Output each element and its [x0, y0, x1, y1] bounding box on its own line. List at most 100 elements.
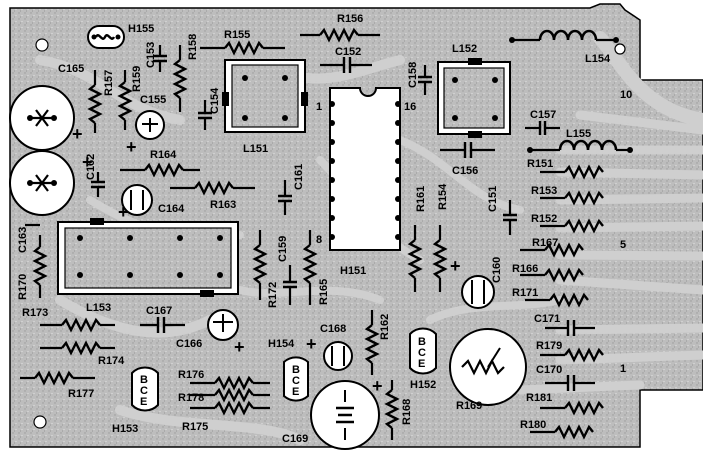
label-r164: R164 — [150, 149, 177, 161]
label-r173: R173 — [22, 307, 48, 319]
label-h153: H153 — [112, 423, 138, 435]
ic-pin — [329, 177, 335, 183]
inductor-l155 — [527, 139, 633, 153]
label-c160: C160 — [491, 257, 503, 283]
label-c158: C158 — [407, 62, 419, 88]
svg-text:B: B — [292, 364, 300, 376]
ic-pin — [395, 120, 401, 126]
svg-text:+: + — [450, 256, 461, 276]
label-r174: R174 — [98, 355, 125, 367]
label-c156: C156 — [452, 165, 478, 177]
component-labels: H155 R156 R155 C153 R158 C152 L152 L154 … — [17, 13, 632, 445]
svg-text:+: + — [234, 337, 245, 357]
label-l153: L153 — [86, 302, 111, 314]
ic-pin — [395, 215, 401, 221]
label-l152: L152 — [452, 43, 477, 55]
label-r161: R161 — [415, 186, 427, 212]
coil-l153 — [57, 218, 239, 297]
label-h151: H151 — [340, 265, 366, 277]
svg-text:+: + — [72, 124, 83, 144]
svg-text:+: + — [82, 152, 93, 172]
label-c155: C155 — [140, 94, 166, 106]
svg-text:B: B — [418, 336, 426, 348]
ic-pin — [329, 120, 335, 126]
ic-pin — [395, 101, 401, 107]
label-c168: C168 — [320, 323, 346, 335]
label-r157: R157 — [103, 70, 115, 96]
label-c165: C165 — [58, 63, 84, 75]
svg-text:B: B — [140, 374, 148, 386]
ic-h151-pins — [329, 101, 401, 240]
label-c161: C161 — [293, 164, 305, 190]
svg-text:+: + — [372, 376, 383, 396]
svg-text:E: E — [418, 358, 425, 370]
label-h155: H155 — [128, 23, 154, 35]
resistors — [20, 27, 604, 440]
label-c152: C152 — [335, 46, 361, 58]
label-n1: 1 — [620, 363, 626, 375]
inductor-l154 — [509, 29, 619, 43]
transistor-h154 — [283, 356, 309, 402]
ic-pin — [329, 196, 335, 202]
capacitor-c164 — [121, 184, 153, 216]
label-c163: C163 — [17, 227, 29, 253]
capacitor-c166 — [207, 309, 239, 341]
label-r163: R163 — [210, 199, 236, 211]
label-r172: R172 — [267, 282, 279, 308]
coil-l151 — [222, 59, 308, 133]
ic-pin — [329, 158, 335, 164]
label-r151: R151 — [527, 158, 553, 170]
svg-text:+: + — [306, 334, 317, 354]
label-r168: R168 — [401, 399, 413, 425]
label-h152: H152 — [410, 379, 436, 391]
label-c153: C153 — [145, 42, 157, 68]
label-r178: R178 — [178, 392, 204, 404]
polarity-marks: + + + + + + + + — [72, 124, 461, 396]
label-c154: C154 — [209, 87, 221, 114]
label-l154: L154 — [585, 53, 611, 65]
label-r152: R152 — [531, 213, 557, 225]
label-r167: R167 — [532, 237, 558, 249]
label-l155: L155 — [566, 128, 591, 140]
label-pin1: 1 — [316, 101, 322, 113]
label-r175: R175 — [182, 421, 208, 433]
ic-pin — [329, 139, 335, 145]
capacitor-c168 — [323, 341, 353, 371]
label-r177: R177 — [68, 388, 94, 400]
coil-l152 — [437, 58, 511, 138]
label-c170: C170 — [536, 364, 562, 376]
mounting-holes — [33, 38, 626, 429]
label-pin8: 8 — [316, 234, 322, 246]
label-c151: C151 — [487, 186, 499, 212]
capacitor-c169 — [310, 380, 380, 450]
label-c162: C162 — [85, 154, 97, 180]
film-capacitors — [25, 45, 595, 391]
label-n5: 5 — [620, 239, 626, 251]
label-r171: R171 — [512, 287, 538, 299]
label-c167: C167 — [146, 305, 172, 317]
ic-pin — [395, 158, 401, 164]
label-r170: R170 — [17, 274, 29, 300]
capacitor-c160 — [461, 275, 495, 309]
ic-pin — [395, 234, 401, 240]
label-c171: C171 — [534, 313, 560, 325]
transistor-h153 — [131, 366, 159, 412]
ic-pin — [329, 101, 335, 107]
label-r158: R158 — [187, 34, 199, 60]
label-r162: R162 — [379, 314, 391, 340]
label-c159: C159 — [277, 236, 289, 262]
label-c166: C166 — [176, 338, 202, 350]
label-r153: R153 — [531, 185, 557, 197]
label-c157: C157 — [530, 109, 556, 121]
svg-text:E: E — [140, 396, 147, 408]
label-r165: R165 — [318, 279, 330, 305]
label-r179: R179 — [536, 340, 562, 352]
ic-pin — [329, 215, 335, 221]
ic-pin — [395, 139, 401, 145]
crystal-h155 — [87, 25, 125, 49]
label-r159: R159 — [131, 66, 143, 92]
label-h154: H154 — [268, 338, 295, 350]
label-r166: R166 — [512, 263, 538, 275]
label-r154: R154 — [437, 183, 449, 210]
